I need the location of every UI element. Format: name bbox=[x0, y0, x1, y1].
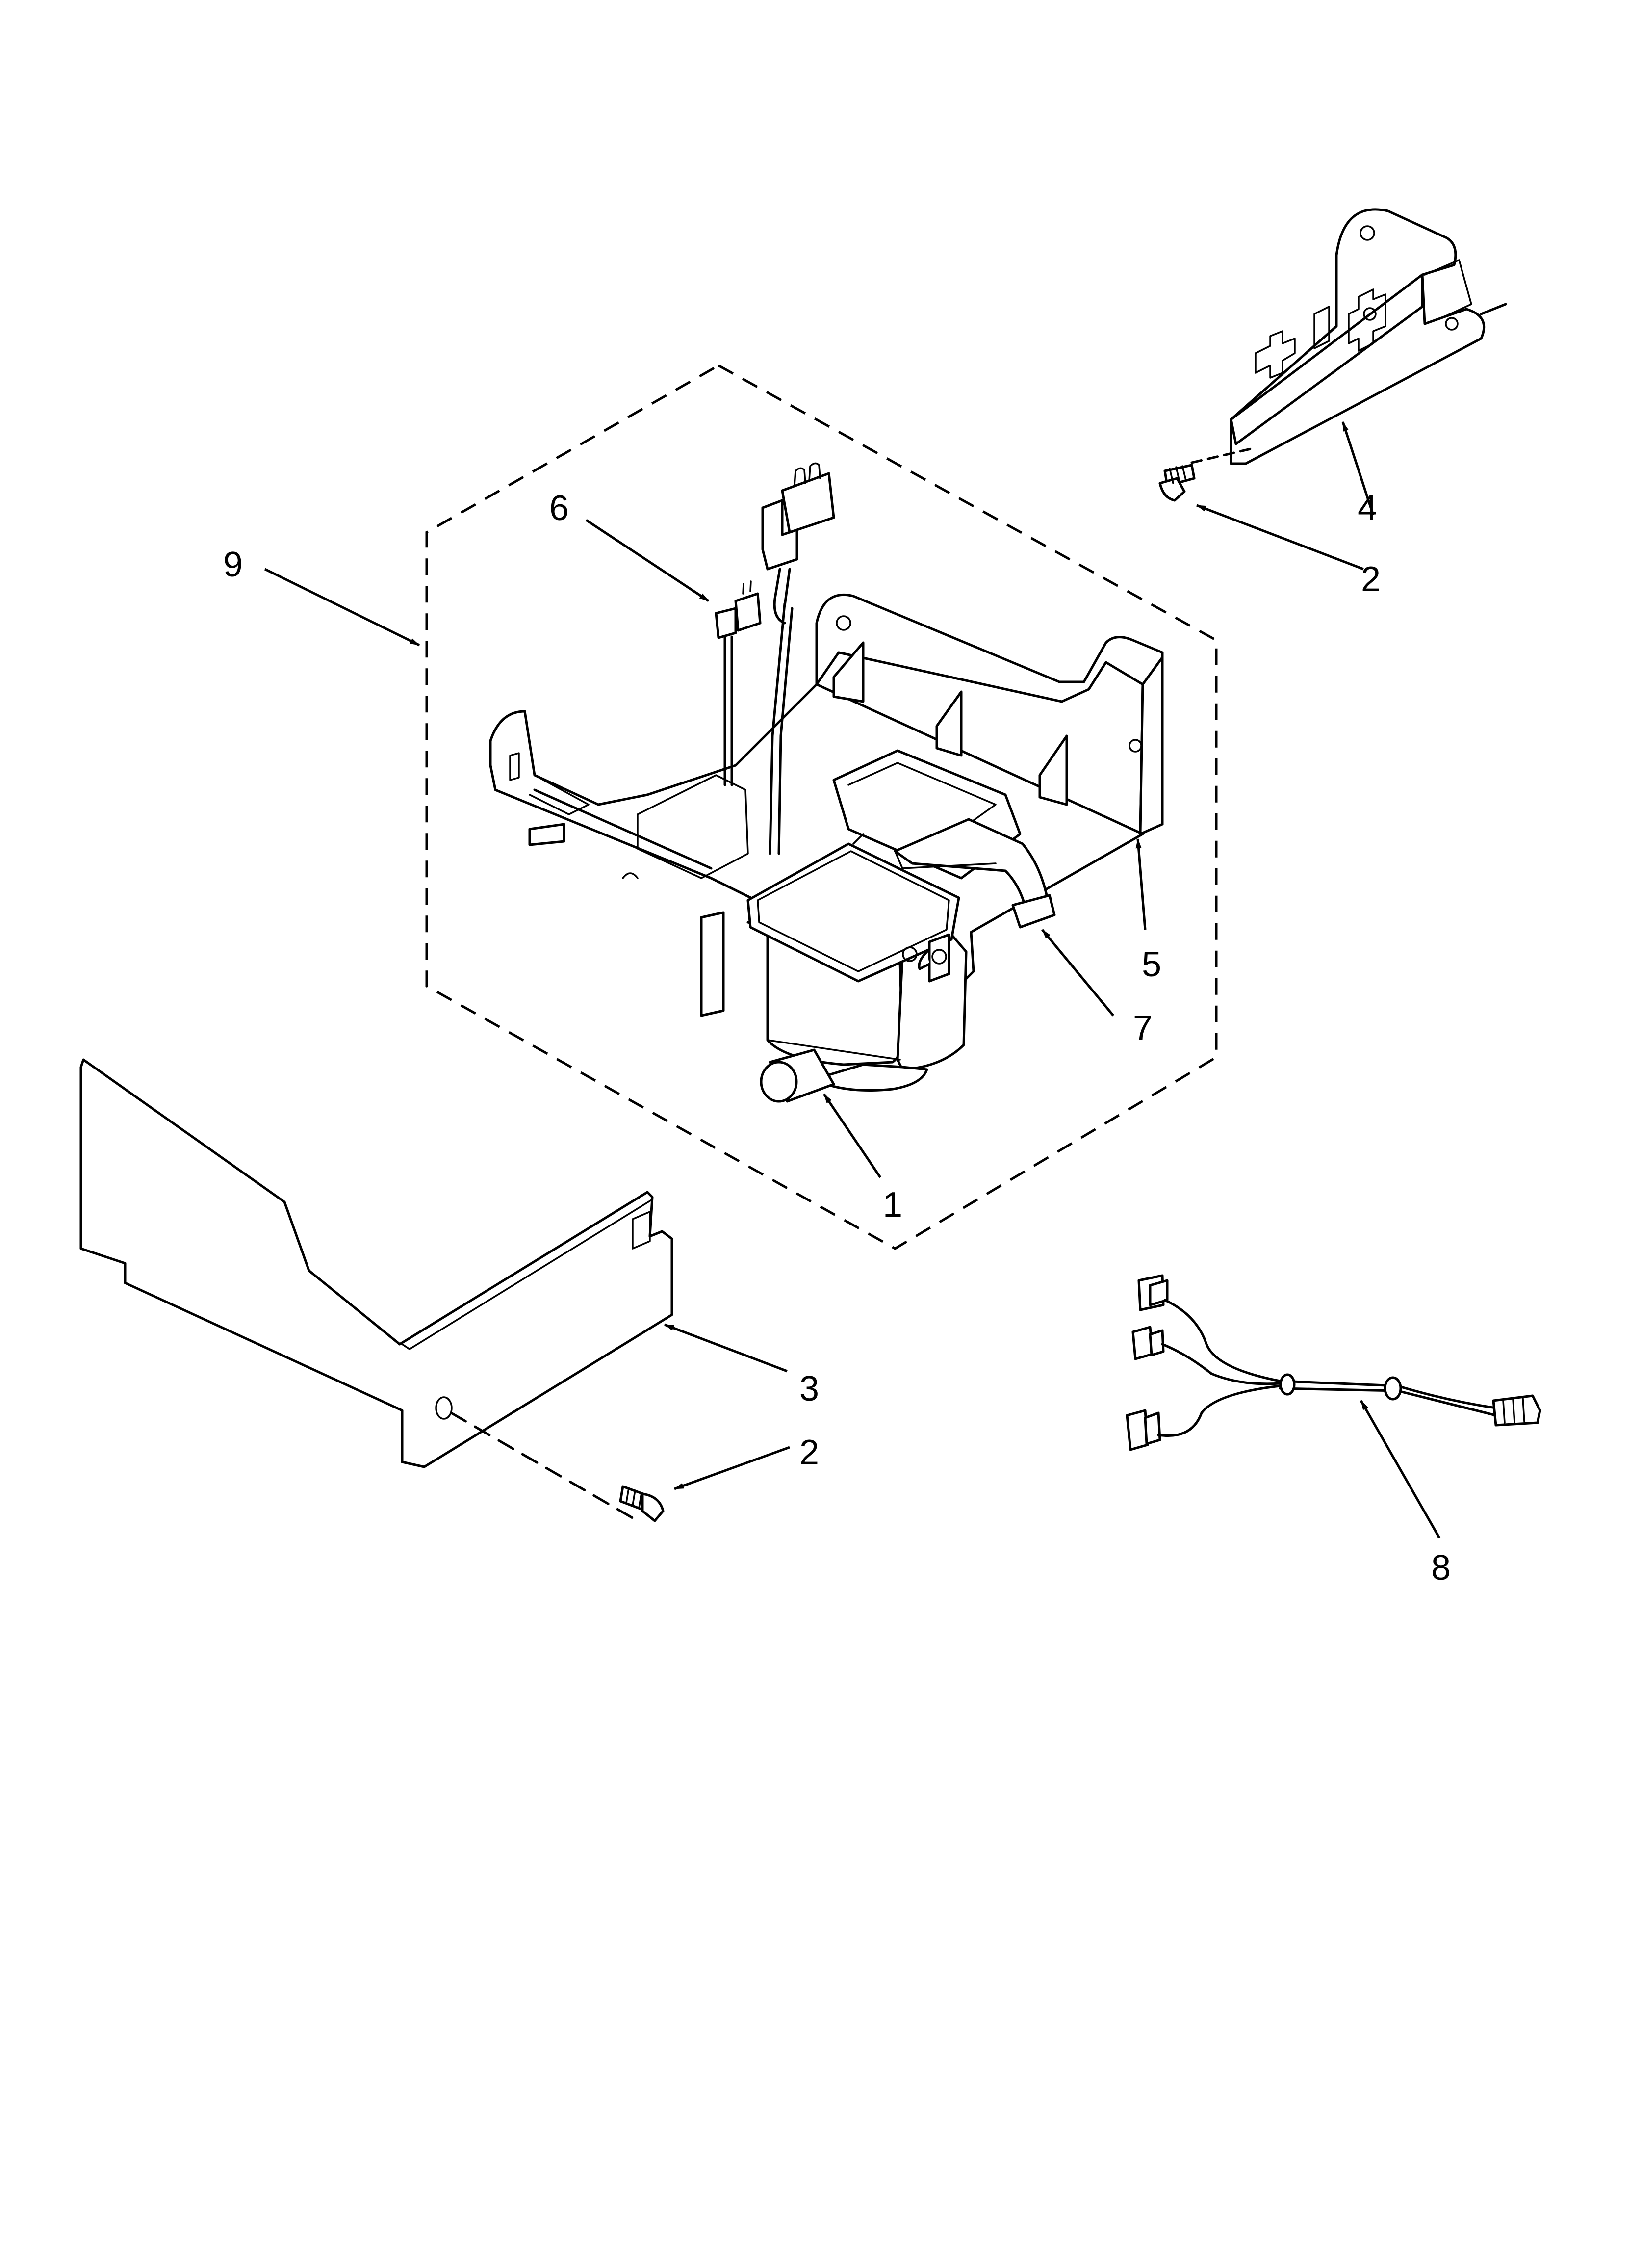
leader-8 bbox=[1360, 1400, 1441, 1539]
screw-part-2-lower[interactable] bbox=[619, 1485, 665, 1522]
callout-1: 1 bbox=[883, 1185, 902, 1225]
wire-connectors-part-6[interactable] bbox=[715, 462, 835, 855]
leader-4 bbox=[1341, 421, 1375, 516]
strap-part-7[interactable] bbox=[894, 818, 1056, 929]
leader-5 bbox=[1135, 838, 1147, 930]
leader-lines bbox=[264, 421, 1441, 1539]
callout-8: 8 bbox=[1431, 1548, 1451, 1588]
callout-6: 6 bbox=[549, 489, 569, 528]
screw-part-2-upper[interactable] bbox=[1158, 447, 1252, 502]
pan-assembly-part-5[interactable] bbox=[489, 593, 1164, 997]
wire-harness-part-8[interactable] bbox=[1126, 1274, 1541, 1451]
callout-5: 5 bbox=[1142, 945, 1161, 984]
callout-labels: 9 6 4 2 5 7 1 3 2 8 bbox=[223, 489, 1451, 1588]
leader-3 bbox=[664, 1323, 788, 1373]
leader-6 bbox=[585, 519, 710, 602]
leader-9 bbox=[264, 568, 420, 647]
leader-7 bbox=[1041, 929, 1114, 1017]
callout-3: 3 bbox=[799, 1369, 819, 1408]
callout-9: 9 bbox=[223, 545, 243, 584]
leader-1 bbox=[822, 1093, 882, 1178]
callout-2-lower: 2 bbox=[799, 1433, 819, 1472]
callout-7: 7 bbox=[1133, 1009, 1153, 1048]
leader-2-upper bbox=[1196, 504, 1364, 571]
pump-housing-part-1[interactable] bbox=[700, 749, 1022, 1103]
callout-2-upper: 2 bbox=[1361, 560, 1381, 599]
cover-panel-part-3[interactable] bbox=[79, 1058, 673, 1522]
leader-2-lower bbox=[674, 1446, 790, 1490]
mounting-bracket-part-4[interactable] bbox=[1230, 208, 1507, 465]
callout-4: 4 bbox=[1358, 489, 1377, 528]
assembly-boundary-9 bbox=[425, 364, 1218, 1250]
